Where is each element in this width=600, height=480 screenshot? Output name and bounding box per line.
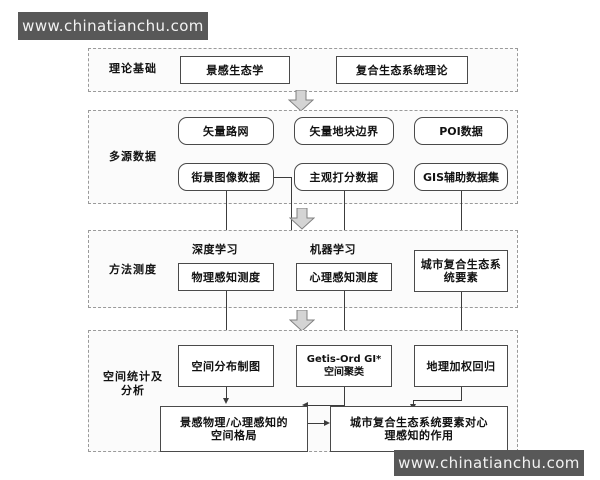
- section-label-multi-source-data: 多源数据: [109, 150, 157, 163]
- arrowhead-mapping-to-pattern: [222, 398, 229, 404]
- edge-label-deep-learning: 深度学习: [192, 243, 238, 256]
- node-vector-road-network[interactable]: 矢量路网: [178, 117, 274, 145]
- watermark-top: www.chinatianchu.com: [18, 12, 208, 40]
- connector-ecosystem-to-gwr: [461, 292, 462, 343]
- node-psychological-perception-measure[interactable]: 心理感知测度: [296, 263, 392, 291]
- connector-gwr-left: [413, 400, 462, 401]
- node-landsense-ecology[interactable]: 景感生态学: [180, 56, 290, 84]
- connector-mapping-to-pattern: [226, 387, 227, 401]
- section-label-spatial-statistics-analysis: 空间统计及 分析: [103, 370, 163, 397]
- node-subjective-scoring-data[interactable]: 主观打分数据: [294, 163, 394, 191]
- node-getis-ord-clustering[interactable]: Getis-Ord GI* 空间聚类: [296, 345, 392, 387]
- node-spatial-distribution-mapping[interactable]: 空间分布制图: [178, 345, 274, 387]
- arrowhead-pattern-to-effect: [324, 419, 330, 426]
- connector-psychological-to-getis: [344, 291, 345, 343]
- node-vector-parcel-boundary[interactable]: 矢量地块边界: [294, 117, 394, 145]
- node-physical-perception-measure[interactable]: 物理感知测度: [178, 263, 274, 291]
- connector-to-psychological-measure: [344, 191, 345, 260]
- connector-to-physical-measure: [226, 191, 227, 260]
- node-gis-auxiliary-dataset[interactable]: GIS辅助数据集: [414, 163, 508, 191]
- connector-gwr-into-box: [413, 400, 414, 406]
- node-ecosystem-effect-on-psychology[interactable]: 城市复合生态系统要素对心 理感知的作用: [330, 406, 508, 452]
- node-streetview-image-data[interactable]: 街景图像数据: [178, 163, 274, 191]
- section-label-theory: 理论基础: [109, 62, 157, 75]
- connector-getis-left: [308, 405, 345, 406]
- block-arrow-theory-to-data: [287, 89, 315, 112]
- edge-label-machine-learning: 机器学习: [310, 243, 356, 256]
- connector-pattern-to-effect: [308, 423, 326, 424]
- node-composite-ecosystem-theory[interactable]: 复合生态系统理论: [336, 56, 468, 84]
- block-arrow-method-to-statistics: [288, 309, 316, 332]
- node-urban-composite-ecosystem-elements[interactable]: 城市复合生态系 统要素: [414, 250, 508, 292]
- node-landsense-spatial-pattern[interactable]: 景感物理/心理感知的 空间格局: [160, 406, 308, 452]
- connector-getis-down: [344, 387, 345, 405]
- connector-to-ecosystem-elements: [461, 191, 462, 248]
- watermark-bottom: www.chinatianchu.com: [394, 450, 584, 476]
- connector-streetview-right: [274, 177, 292, 178]
- node-poi-data[interactable]: POI数据: [414, 117, 508, 145]
- connector-gwr-down: [461, 387, 462, 401]
- block-arrow-data-to-method: [288, 207, 316, 230]
- section-label-method-measure: 方法测度: [109, 263, 157, 276]
- node-geographically-weighted-regression[interactable]: 地理加权回归: [414, 345, 508, 387]
- arrowhead-getis-to-pattern: [302, 401, 308, 408]
- connector-physical-to-mapping: [226, 291, 227, 343]
